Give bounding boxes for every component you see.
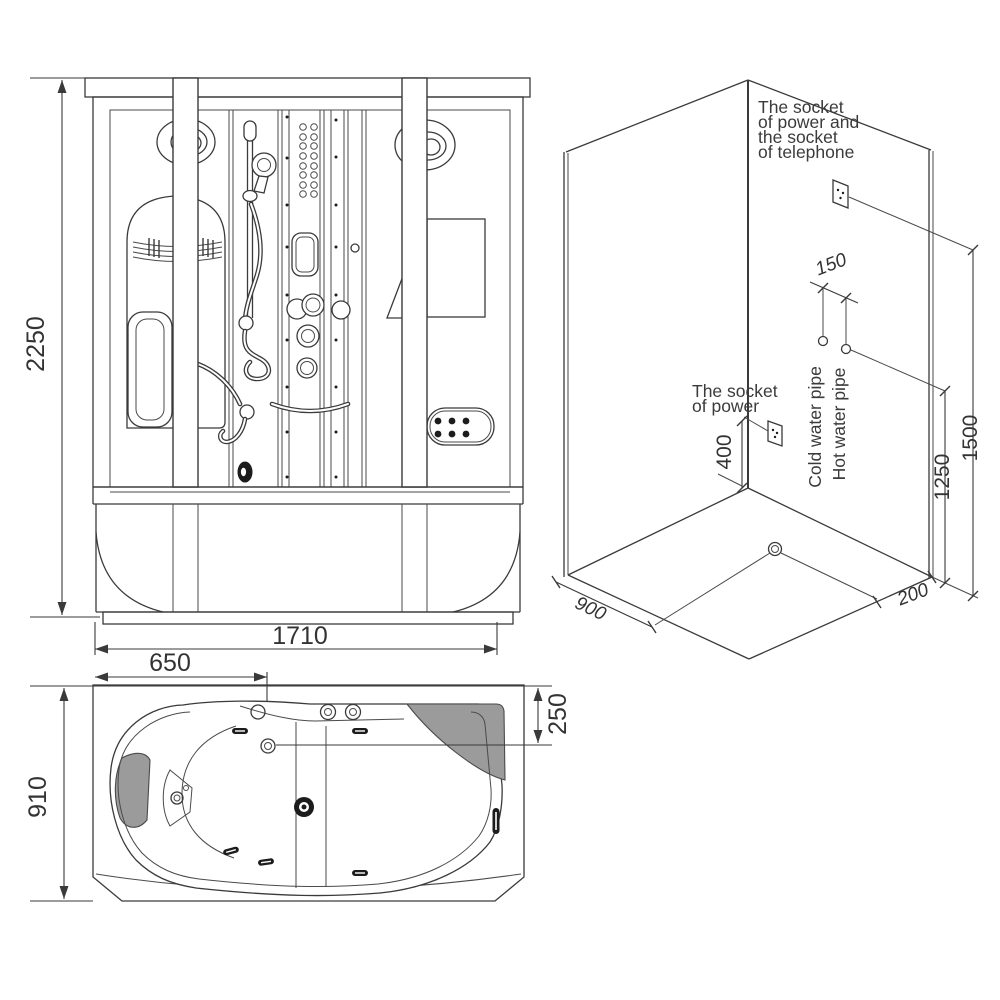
dim-650: 650 [95, 649, 268, 739]
tub-skirt [95, 504, 521, 625]
deck-fitting [250, 704, 266, 720]
dim-400: 400 [713, 415, 748, 494]
control-panel [291, 232, 319, 277]
dim-150-value: 150 [812, 249, 850, 280]
steam-outlet [350, 243, 360, 253]
cold-water-pipe-point [817, 287, 829, 347]
dim-1250: 1250 [931, 385, 954, 589]
foot-jet [170, 791, 184, 805]
handshower-handle [253, 175, 269, 194]
svg-text:of power: of power [692, 396, 759, 416]
dim-910-value: 910 [24, 776, 52, 818]
dim-200: 200 [872, 570, 937, 611]
drain-top [294, 797, 314, 817]
svg-text:The socket: The socket [692, 381, 778, 401]
dim-900: 900 [551, 575, 657, 634]
label-cold-water-pipe: Cold water pipe [805, 366, 825, 488]
shower-position-fitting [260, 738, 276, 754]
svg-text:the socket: the socket [758, 127, 838, 147]
mixer-knobs [286, 293, 351, 379]
isometric-view: 150 400 1250 1500 900 [551, 79, 982, 660]
drain-front [237, 461, 253, 483]
dim-1500-value: 1500 [959, 415, 982, 462]
dim-200-value: 200 [894, 579, 932, 610]
dim-150: 150 [809, 249, 859, 304]
dim-900-value: 900 [572, 593, 610, 626]
handshower-head [251, 152, 277, 178]
enclosure-outline [92, 684, 525, 902]
label-socket-power: The socket of power [692, 381, 778, 416]
dim-2250-value: 2250 [22, 316, 50, 372]
mirror [426, 218, 486, 318]
dim-650-value: 650 [149, 649, 191, 677]
room-corner [563, 79, 934, 578]
corner-shelf [386, 275, 404, 319]
base-strip [102, 611, 514, 625]
footwell [162, 769, 193, 827]
rail-slider [242, 189, 258, 203]
dim-2250: 2250 [22, 77, 100, 618]
svg-text:of power and: of power and [758, 112, 859, 132]
hose-fitting-2 [239, 404, 255, 420]
power-socket-icon [743, 416, 783, 447]
label-socket-power-telephone: The socket of power and the socket of te… [758, 97, 859, 162]
hot-water-pipe-point [840, 297, 946, 392]
top-view: 910 250 [24, 684, 572, 902]
dim-1710: 1710 [94, 622, 498, 655]
dim-250: 250 [276, 688, 572, 746]
dim-1710-value: 1710 [272, 622, 328, 650]
dim-400-value: 400 [713, 434, 736, 469]
telephone-power-socket-icon [832, 179, 974, 251]
shower-column [269, 110, 360, 487]
frame-posts [172, 77, 428, 488]
water-jets [223, 728, 500, 876]
hose-fitting [238, 315, 254, 331]
body-jets [285, 115, 338, 479]
floor-drain [654, 541, 878, 626]
right-headrest [405, 703, 506, 781]
dim-1500: 1500 [959, 244, 982, 602]
side-window [127, 311, 173, 428]
rail-top-cap [243, 120, 257, 142]
dim-910: 910 [24, 685, 552, 902]
deck-edge [239, 705, 405, 722]
label-hot-water-pipe: Hot water pipe [829, 368, 849, 481]
deck-knobs [319, 703, 362, 721]
svg-text:of telephone: of telephone [758, 142, 854, 162]
glass-seams [228, 110, 367, 487]
front-view: 2250 1710 650 [22, 77, 531, 739]
svg-text:The socket: The socket [758, 97, 844, 117]
hand-shower [195, 120, 277, 445]
keypad [426, 407, 495, 446]
towel-bar [269, 401, 351, 414]
tub-deck [92, 486, 524, 505]
floor [567, 487, 979, 660]
roof-bar [84, 77, 531, 98]
slat-ticks [148, 238, 214, 258]
dim-1250-value: 1250 [931, 454, 954, 501]
tub-inner-rim [117, 711, 492, 888]
dim-250-value: 250 [544, 693, 572, 735]
left-headrest [114, 752, 151, 828]
